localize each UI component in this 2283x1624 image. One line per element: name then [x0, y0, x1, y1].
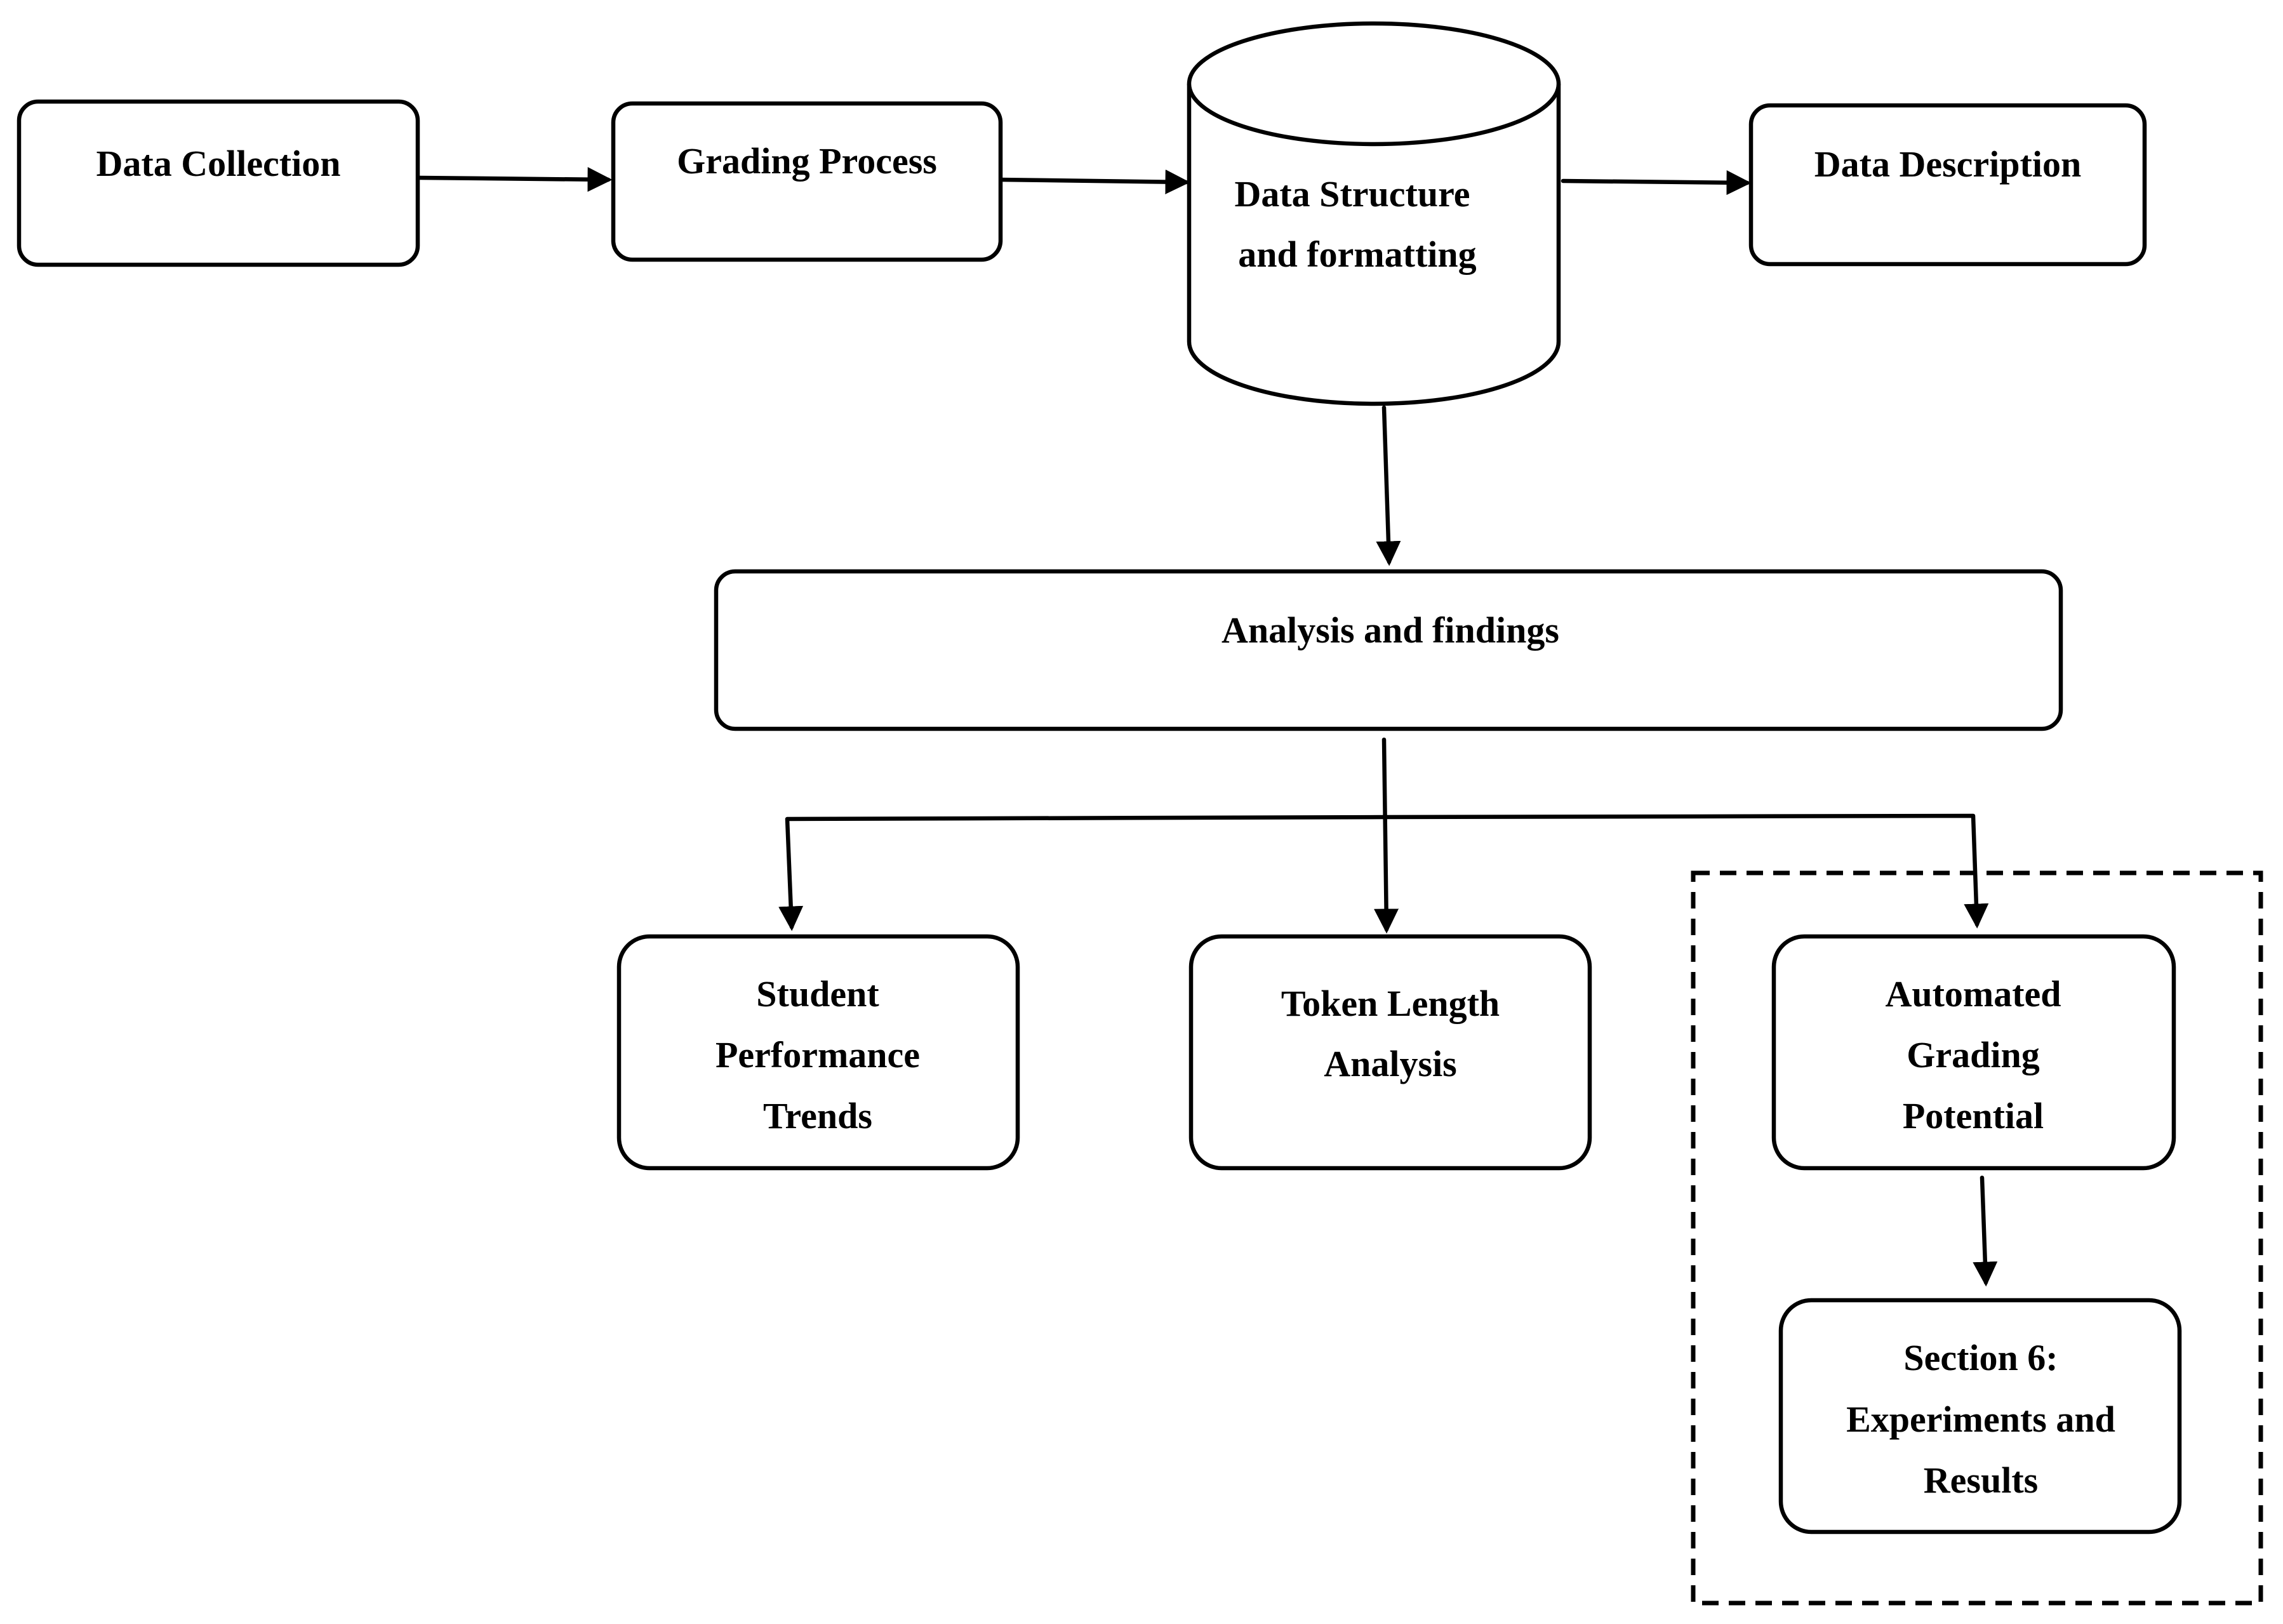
edge-analysis-to-automated-grading — [1381, 813, 1989, 929]
node-grading-process-label: Grading Process — [677, 140, 937, 182]
node-automated-grading — [1771, 934, 2176, 1171]
edge-analysis-to-token-length — [1374, 737, 1399, 934]
node-data-collection-label: Data Collection — [97, 143, 341, 184]
node-section6 — [1778, 1298, 2182, 1534]
node-section6-label-line3: Results — [1924, 1460, 2038, 1501]
node-automated-grading-label-line2: Grading — [1907, 1034, 2040, 1075]
node-automated-grading-label-line1: Automated — [1885, 973, 2061, 1015]
node-student-trends — [616, 934, 1020, 1171]
node-data-description-label: Data Description — [1814, 143, 2081, 185]
node-student-trends-label-line2: Performance — [716, 1034, 920, 1075]
node-analysis-label: Analysis and findings — [1221, 609, 1559, 651]
node-automated-grading-label-line3: Potential — [1903, 1095, 2044, 1136]
node-student-trends-label-line1: Student — [756, 973, 879, 1015]
node-token-length — [1188, 934, 1592, 1171]
node-data-description — [1748, 103, 2147, 267]
highlight-group-dashed-border — [1691, 870, 2263, 1606]
edge-analysis-to-student-trends — [778, 815, 1387, 931]
node-analysis — [714, 569, 2063, 731]
edge-data-structure-to-analysis — [1376, 405, 1401, 566]
connectors — [416, 167, 1998, 1287]
node-data-structure-label-line2: and formatting — [1238, 234, 1476, 275]
node-token-length-label-line2: Analysis — [1324, 1043, 1457, 1084]
node-data-structure-label-line1: Data Structure — [1234, 173, 1470, 215]
cylinder-body — [1187, 84, 1561, 406]
node-grading-process — [611, 101, 1003, 262]
node-data-collection — [17, 99, 420, 267]
edge-automated-grading-to-section6 — [1973, 1175, 1998, 1287]
cylinder-top — [1187, 21, 1561, 147]
node-student-trends-label-line3: Trends — [763, 1095, 872, 1136]
edge-data-collection-to-grading-process — [416, 167, 613, 192]
node-section6-label-line2: Experiments and — [1846, 1399, 2115, 1440]
node-data-structure — [1187, 21, 1561, 406]
edge-grading-process-to-data-structure — [997, 170, 1190, 195]
node-token-length-label-line1: Token Length — [1281, 983, 1500, 1024]
node-section6-label-line1: Section 6: — [1903, 1337, 2058, 1378]
edge-data-structure-to-data-description — [1561, 170, 1752, 196]
